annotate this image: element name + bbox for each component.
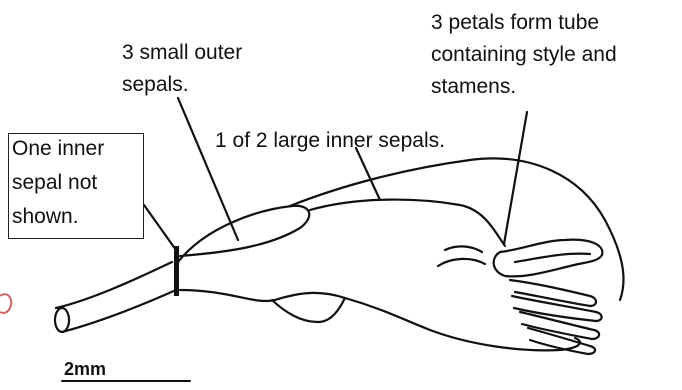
outer-sepals-label-1: 3 small outer — [122, 38, 242, 67]
hidden-sepal-label-1: One inner — [12, 134, 104, 163]
outer-sepal-outline — [178, 206, 309, 262]
leader-petals — [504, 112, 527, 244]
scale-bar-label: 2mm — [64, 359, 106, 380]
leader-outer-sepals — [178, 98, 238, 240]
petal-curl-1 — [438, 259, 485, 266]
inner-sepals-label: 1 of 2 large inner sepals. — [215, 126, 445, 155]
hidden-sepal-label-3: shown. — [12, 202, 79, 231]
inner-sepal-outline — [290, 158, 624, 300]
attachment-mark — [174, 246, 179, 296]
stamen-1 — [510, 280, 596, 306]
petal-tube-outline — [494, 240, 603, 277]
leader-hidden-sepal — [144, 205, 176, 250]
base-fold — [272, 298, 345, 322]
edge-fragment — [0, 294, 11, 313]
petal-curl-2 — [445, 246, 482, 252]
inner-sepal-inner-edge — [310, 200, 505, 246]
outer-sepals-label-2: sepals. — [122, 70, 189, 99]
pedicel-end — [55, 308, 69, 332]
leader-inner-sepals — [356, 148, 380, 200]
petal-tube-inner — [515, 254, 590, 262]
hidden-sepal-label-2: sepal not — [12, 168, 97, 197]
lower-body-outline — [180, 290, 580, 350]
petals-label-3: stamens. — [431, 72, 516, 101]
petals-label-2: containing style and — [431, 40, 617, 69]
petals-label-1: 3 petals form tube — [431, 8, 599, 37]
pedicel-outline — [56, 262, 176, 332]
